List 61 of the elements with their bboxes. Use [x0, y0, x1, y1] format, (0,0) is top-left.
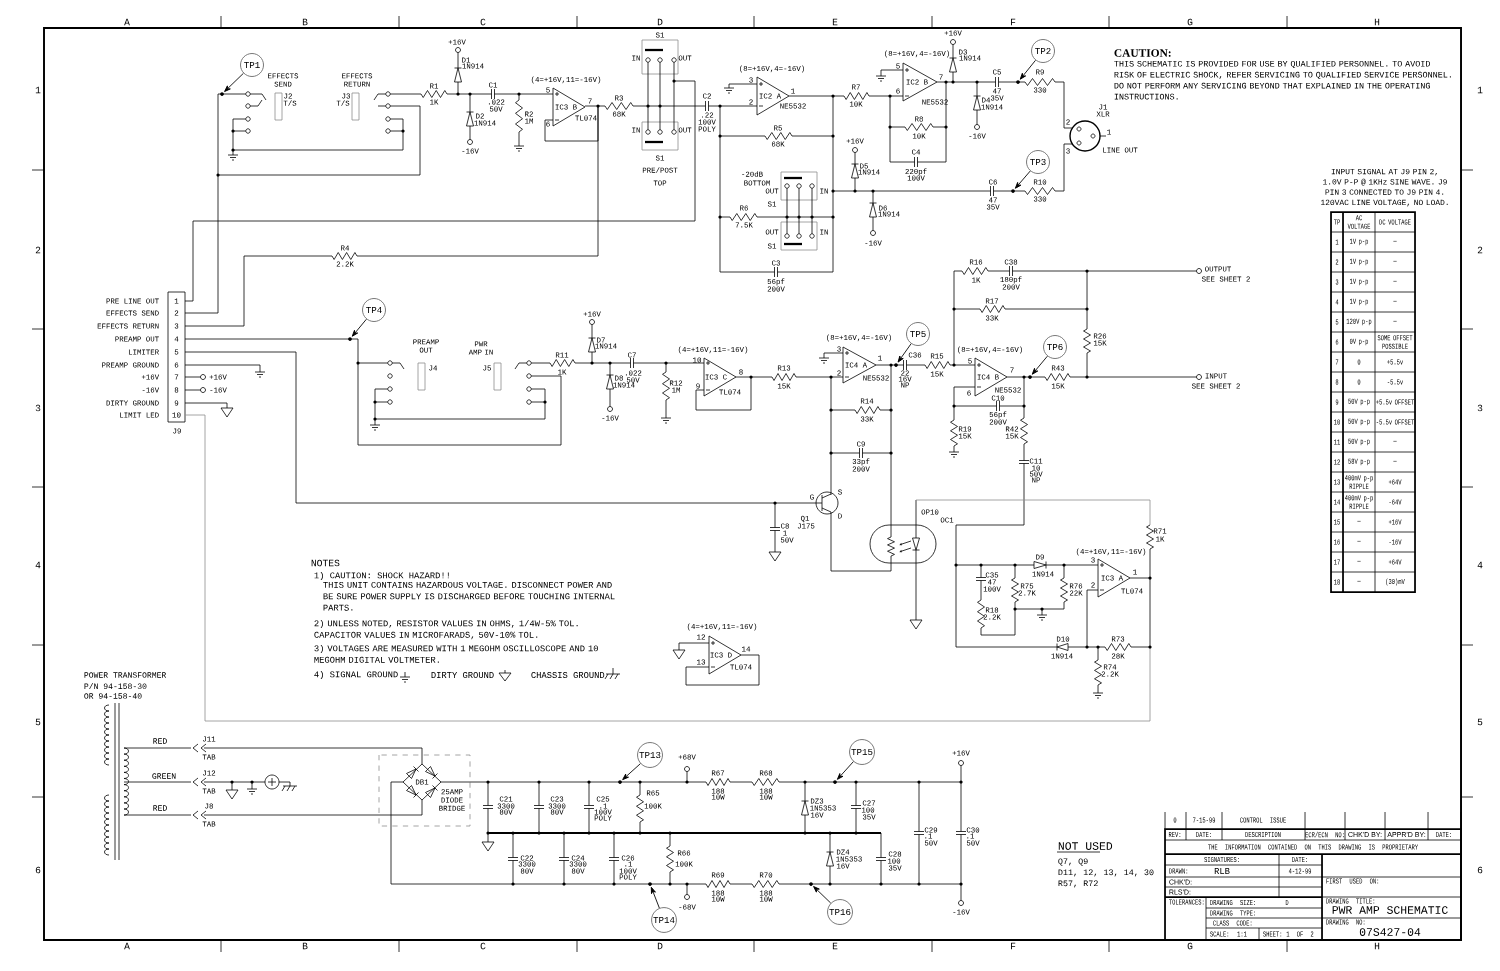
grid-reference: H — [1374, 942, 1380, 950]
grid-reference: B — [302, 18, 308, 26]
grid-reference: 5 — [35, 718, 41, 726]
grid-reference: A — [124, 942, 130, 950]
note-text: CHASSIS GROUND — [531, 672, 605, 678]
leader-line — [897, 343, 912, 363]
grid-reference: C — [480, 942, 486, 950]
grid-reference: 4 — [35, 561, 41, 569]
grid-reference: 5 — [1477, 718, 1483, 726]
grid-reference: C — [480, 18, 486, 26]
grid-reference: G — [1187, 18, 1193, 26]
grid-reference: B — [302, 942, 308, 950]
note-text: DIRTY GROUND — [431, 672, 494, 678]
grid-reference: 6 — [1477, 866, 1483, 874]
transformer-label: P/N 94-158-30 — [84, 683, 147, 689]
note-text: D11, 12, 13, 14, 30 — [1058, 869, 1154, 877]
grid-reference: F — [1011, 942, 1016, 950]
grid-reference: 3 — [35, 404, 41, 412]
grid-reference: A — [124, 18, 130, 26]
wire-label: RED — [153, 805, 167, 811]
leader-line — [351, 318, 367, 337]
title-block-text: 07S427-04 — [1359, 928, 1421, 936]
transformer-label: POWER TRANSFORMER — [84, 672, 167, 678]
grid-reference: 1 — [1477, 86, 1483, 94]
grid-reference: 4 — [1477, 561, 1483, 569]
caution-text: THIS SCHEMATIC IS PROVIDED FOR USE BY QUALIFIED PERSONNEL. TO AVOID RISK OF ELECTRIC SHOCK, REFER SERVICING TO QUALIFIED SERVICE PERSONNEL. DO NOT PERFORM ANY SERVICING BEYOND THAT EXPLAINED IN THE OPERATING INSTRUCTIONS. — [1114, 60, 1451, 100]
note-heading: NOT USED — [1058, 842, 1113, 850]
grid-reference: F — [1011, 18, 1016, 26]
caution-heading: CAUTION: — [1114, 49, 1171, 57]
note-text: R57, R72 — [1058, 880, 1098, 888]
leader-line — [622, 763, 641, 781]
grid-reference: 6 — [35, 866, 41, 874]
leader-line — [1014, 170, 1031, 189]
wire-label: GREEN — [152, 773, 176, 779]
grid-reference: 3 — [1477, 404, 1483, 412]
note-text: 2) UNLESS NOTED, RESISTOR VALUES IN OHMS, 1/4W-5% TOL. CAPACITOR VALUES IN MICROFARADS, 50V-10% TOL. — [314, 619, 578, 640]
leader-line — [813, 886, 832, 904]
note-text: THIS UNIT CONTAINS HAZARDOUS VOLTAGE. DISCONNECT POWER AND BE SURE POWER SUPPLY IS DISCHARGED BEFORE TOUCHING INTERNAL PARTS. — [323, 581, 615, 611]
title-block-text: RLB — [1214, 868, 1230, 874]
grid-reference: G — [1187, 942, 1193, 950]
grid-reference: D — [657, 18, 663, 26]
grid-reference: D — [657, 942, 663, 950]
leader-line — [224, 72, 244, 92]
note-text: 4) SIGNAL GROUND — [314, 670, 398, 680]
grid-reference: E — [832, 18, 838, 26]
grid-reference: 2 — [35, 246, 41, 254]
wire-label: RED — [153, 738, 167, 744]
leader-line — [650, 886, 660, 909]
transformer-label: OR 94-158-40 — [84, 693, 142, 699]
notes-heading: NOTES — [311, 559, 340, 567]
title-block-text: PWR AMP SCHEMATIC — [1332, 906, 1448, 914]
grid-reference: 2 — [1477, 246, 1483, 254]
note-text: 1) CAUTION: SHOCK HAZARD!! — [314, 571, 449, 581]
grid-reference: 1 — [35, 86, 41, 94]
grid-reference: H — [1374, 18, 1380, 26]
leader-line — [1019, 59, 1036, 80]
grid-reference: E — [832, 942, 838, 950]
note-text: 3) VOLTAGES ARE MEASURED WITH 1 MEGOHM OSCILLOSCOPE AND 10 MEGOHM DIGITAL VOLTMETER. — [314, 644, 598, 663]
leader-line — [836, 761, 854, 780]
leader-line — [1031, 355, 1048, 375]
note-text: Q7, Q9 — [1058, 858, 1088, 866]
